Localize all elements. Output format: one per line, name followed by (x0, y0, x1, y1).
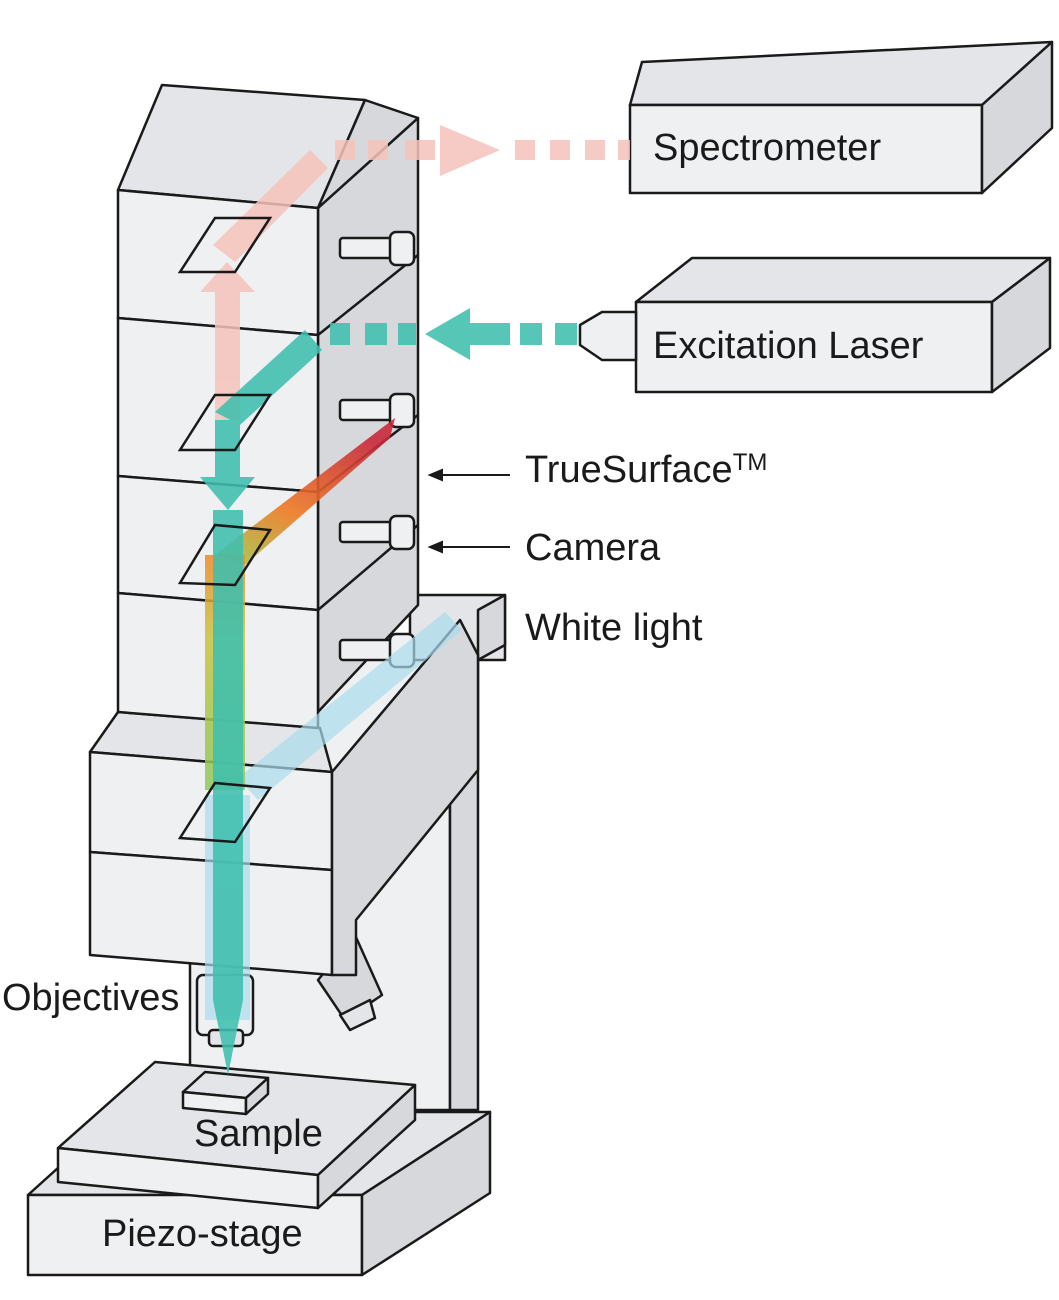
mirror-4 (177, 781, 273, 844)
sample-block (181, 1070, 270, 1116)
excitation-laser-label: Excitation Laser (653, 325, 924, 367)
excitation-beam (200, 308, 577, 1075)
piezo-stage-label: Piezo-stage (102, 1213, 303, 1255)
sample-label: Sample (194, 1113, 323, 1155)
spectrometer-label: Spectrometer (653, 127, 881, 169)
truesurface-tm: TM (733, 449, 768, 476)
truesurface-pointer-arrow (427, 468, 510, 482)
truesurface-text: TrueSurface (525, 449, 733, 491)
knob-2[interactable] (338, 392, 416, 429)
excitation-laser-box (578, 256, 1052, 394)
knob-1[interactable] (338, 230, 416, 267)
camera-label: Camera (525, 527, 661, 569)
mirror-2 (177, 393, 273, 452)
white-light-label: White light (525, 607, 703, 649)
mirror-1 (177, 216, 273, 274)
objectives-label: Objectives (2, 977, 179, 1019)
truesurface-label: TrueSurfaceTM (525, 449, 767, 491)
camera-pointer-arrow (427, 540, 510, 554)
mirror-3 (177, 523, 273, 587)
knob-3[interactable] (338, 514, 416, 551)
spectrometer-box (628, 40, 1054, 195)
sample-stage (56, 1060, 417, 1210)
spectrometer-beam (200, 125, 630, 420)
